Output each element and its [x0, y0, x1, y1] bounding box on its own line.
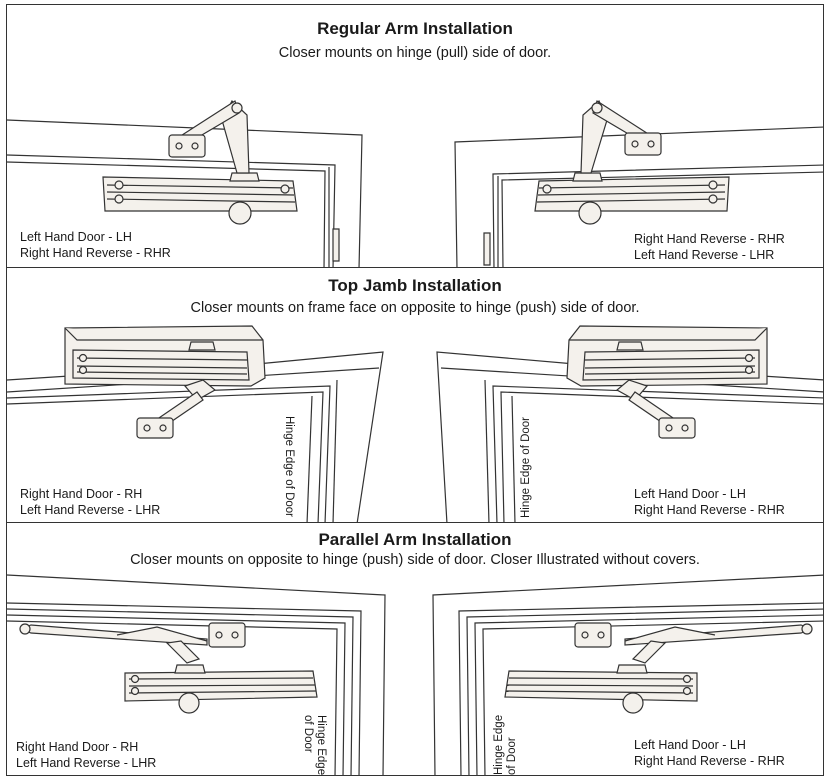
parallel-arm-right-label: Left Hand Door - LH Right Hand Reverse -… [634, 737, 785, 769]
top-jamb-left-label: Right Hand Door - RH Left Hand Reverse -… [20, 486, 160, 518]
regular-arm-right-label: Right Hand Reverse - RHR Left Hand Rever… [634, 231, 785, 263]
hinge-edge-label-right: Hinge Edge of Door [493, 715, 519, 775]
regular-arm-panel: Regular Arm Installation Closer mounts o… [6, 4, 824, 268]
closer-right [535, 101, 729, 224]
label-line: Right Hand Reverse - RHR [634, 232, 785, 246]
parallel-arm-illustration [7, 523, 824, 776]
parallel-arm-panel: Parallel Arm Installation Closer mounts … [6, 522, 824, 776]
hinge-edge-label-left: Hinge Edge of Door [283, 416, 295, 518]
parallel-arm-title: Parallel Arm Installation [318, 530, 512, 549]
hinge-edge-label-left: Hinge Edge of Door [301, 715, 327, 775]
label-line: Left Hand Reverse - LHR [634, 248, 775, 262]
closer-right [505, 623, 812, 713]
top-jamb-right-label: Left Hand Door - LH Right Hand Reverse -… [634, 486, 785, 518]
regular-arm-subtitle: Closer mounts on hinge (pull) side of do… [278, 45, 552, 61]
label-line: Hinge Edge [493, 714, 505, 775]
label-line: Right Hand Door - RH [16, 740, 139, 754]
label-line: Hinge Edge [315, 715, 327, 776]
label-line: Right Hand Door - RH [20, 487, 143, 501]
regular-arm-title: Regular Arm Installation [317, 19, 513, 38]
label-line: Right Hand Reverse - RHR [634, 503, 785, 517]
label-line: Right Hand Reverse - RHR [20, 246, 171, 260]
parallel-arm-left-label: Right Hand Door - RH Left Hand Reverse -… [16, 739, 156, 771]
top-jamb-panel: Top Jamb Installation Closer mounts on f… [6, 267, 824, 523]
top-jamb-illustration [7, 268, 824, 523]
label-line: Left Hand Reverse - LHR [20, 503, 161, 517]
closer-left [103, 101, 297, 224]
label-line: of Door [506, 737, 518, 775]
regular-arm-illustration [7, 5, 824, 268]
top-jamb-subtitle: Closer mounts on frame face on opposite … [190, 300, 640, 316]
label-line: Left Hand Door - LH [634, 487, 746, 501]
closer-left [65, 326, 265, 438]
parallel-arm-subtitle: Closer mounts on opposite to hinge (push… [130, 552, 700, 568]
label-line: of Door [302, 715, 314, 753]
closer-right [567, 326, 767, 438]
label-line: Left Hand Door - LH [634, 738, 746, 752]
label-line: Right Hand Reverse - RHR [634, 754, 785, 768]
closer-left [20, 623, 317, 713]
hinge-edge-label-right: Hinge Edge of Door [520, 416, 532, 518]
top-jamb-title: Top Jamb Installation [328, 276, 502, 295]
label-line: Left Hand Reverse - LHR [16, 756, 157, 770]
label-line: Left Hand Door - LH [20, 230, 132, 244]
regular-arm-left-label: Left Hand Door - LH Right Hand Reverse -… [20, 229, 171, 261]
